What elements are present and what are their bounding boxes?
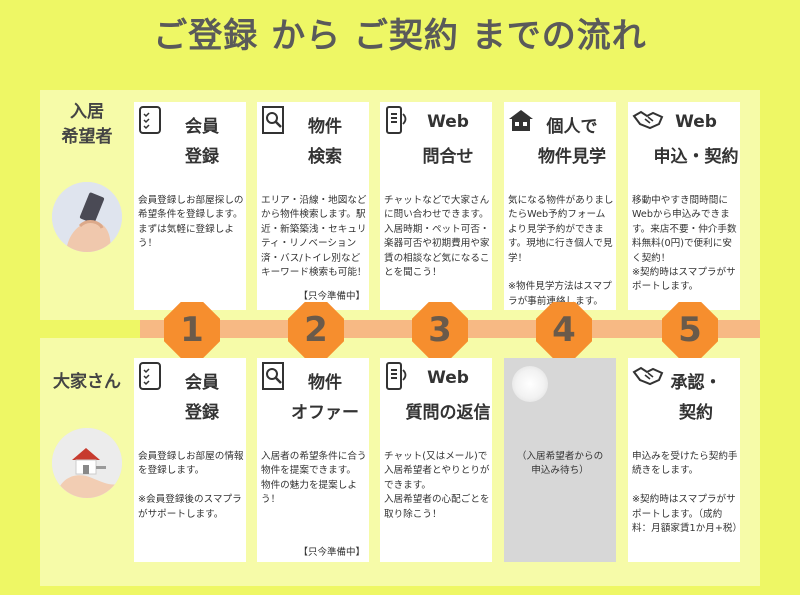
card-title-line2: 問合せ bbox=[422, 147, 474, 167]
landlord-step4-card: （入居希望者からの 申込み待ち） bbox=[504, 358, 616, 562]
landlord-step2-card: 物件 オファー 入居者の希望条件に合う物件を提案できます。 物件の魅力を提案しよ… bbox=[257, 358, 369, 562]
card-title-line2: 登録 bbox=[185, 403, 219, 423]
phone-chat-icon bbox=[384, 106, 410, 134]
tenant-step5-card: Web 申込・契約 移動中やすき間時間にWebから申込みできます。来店不要・仲介… bbox=[628, 102, 740, 310]
card-title-line1: Web bbox=[427, 112, 469, 132]
card-title-line1: 会員 bbox=[185, 117, 219, 137]
step-number-2: 2 bbox=[288, 302, 344, 358]
card-title-line2: オファー bbox=[291, 403, 359, 423]
tenant-step3-card: Web 問合せ チャットなどで大家さんに問い合わせできます。入居時期・ペット可否… bbox=[380, 102, 492, 310]
card-description: 移動中やすき間時間にWebから申込みできます。来店不要・仲介手数料無料(0円)で… bbox=[632, 195, 737, 293]
page-title: ご登録 から ご契約 までの流れ bbox=[153, 16, 647, 56]
card-description: 気になる物件がありましたらWeb予約フォームより見学予約ができます。現地に行き個… bbox=[508, 195, 614, 307]
phone-chat-icon bbox=[384, 362, 410, 390]
card-title-line2: 登録 bbox=[185, 147, 219, 167]
tenant-step2-card: 物件 検索 エリア・沿線・地図などから物件検索します。駅近・新築築浅・セキュリテ… bbox=[257, 102, 369, 310]
handshake-icon bbox=[632, 106, 664, 134]
step-number-5: 5 bbox=[662, 302, 718, 358]
card-title-line2: 検索 bbox=[308, 147, 342, 167]
card-title-line2: 物件見学 bbox=[538, 147, 606, 167]
card-title-line1: Web bbox=[675, 112, 717, 132]
card-description: （入居希望者からの 申込み待ち） bbox=[516, 451, 604, 477]
card-title-line2: 契約 bbox=[679, 403, 713, 423]
landlord-step5-card: 承認・ 契約 申込みを受けたら契約手続きをします。 ※契約時はスマプラがサポート… bbox=[628, 358, 743, 562]
placeholder-circle bbox=[512, 366, 548, 402]
card-title-line1: 個人で bbox=[546, 117, 598, 137]
tenant-step1-card: 会員 登録 会員登録しお部屋探しの希望条件を登録します。まずは気軽に登録しよう！ bbox=[134, 102, 246, 310]
card-description: 会員登録しお部屋探しの希望条件を登録します。まずは気軽に登録しよう！ bbox=[138, 195, 244, 250]
card-title-line2: 質問の返信 bbox=[405, 403, 491, 423]
step-number-3: 3 bbox=[412, 302, 468, 358]
handshake-icon bbox=[632, 362, 664, 390]
card-title-line2: 申込・契約 bbox=[653, 147, 739, 167]
card-description: チャット(又はメール)で入居希望者とやりとりができます。 入居希望者の心配ごとを… bbox=[384, 451, 490, 520]
landlord-step1-card: 会員 登録 会員登録しお部屋の情報を登録します。 ※会員登録後のスマプラがサポー… bbox=[134, 358, 246, 562]
tablet-icon bbox=[138, 106, 164, 134]
search-doc-icon bbox=[261, 362, 287, 390]
card-note: 【只今準備中】 bbox=[298, 547, 365, 558]
card-description: 入居者の希望条件に合う物件を提案できます。 物件の魅力を提案しよう！ bbox=[261, 451, 367, 506]
tablet-icon bbox=[138, 362, 164, 390]
card-title-line1: 物件 bbox=[308, 117, 342, 137]
tenant-role-label: 入居 希望者 bbox=[61, 102, 113, 147]
landlord-avatar bbox=[52, 428, 122, 498]
card-description: チャットなどで大家さんに問い合わせできます。入居時期・ペット可否・楽器可否や初期… bbox=[384, 195, 490, 279]
card-title-line1: 承認・ bbox=[670, 373, 722, 393]
card-title-line1: Web bbox=[427, 368, 469, 388]
tenant-step4-card: 個人で 物件見学 気になる物件がありましたらWeb予約フォームより見学予約ができ… bbox=[504, 102, 616, 310]
search-doc-icon bbox=[261, 106, 287, 134]
card-note: 【只今準備中】 bbox=[298, 291, 365, 302]
card-title-line1: 物件 bbox=[308, 373, 342, 393]
card-description: 申込みを受けたら契約手続きをします。 ※契約時はスマプラがサポートします。（成約… bbox=[632, 451, 743, 535]
landlord-step3-card: Web 質問の返信 チャット(又はメール)で入居希望者とやりとりができます。 入… bbox=[380, 358, 492, 562]
tenant-avatar bbox=[52, 182, 122, 252]
card-description: エリア・沿線・地図などから物件検索します。駅近・新築築浅・セキュリティ・リノベー… bbox=[261, 195, 367, 279]
step-number-1: 1 bbox=[164, 302, 220, 358]
house-icon bbox=[508, 106, 534, 134]
card-title-line1: 会員 bbox=[185, 373, 219, 393]
card-description: 会員登録しお部屋の情報を登録します。 ※会員登録後のスマプラがサポートします。 bbox=[138, 451, 244, 520]
landlord-role-label: 大家さん bbox=[53, 372, 121, 392]
step-number-4: 4 bbox=[536, 302, 592, 358]
